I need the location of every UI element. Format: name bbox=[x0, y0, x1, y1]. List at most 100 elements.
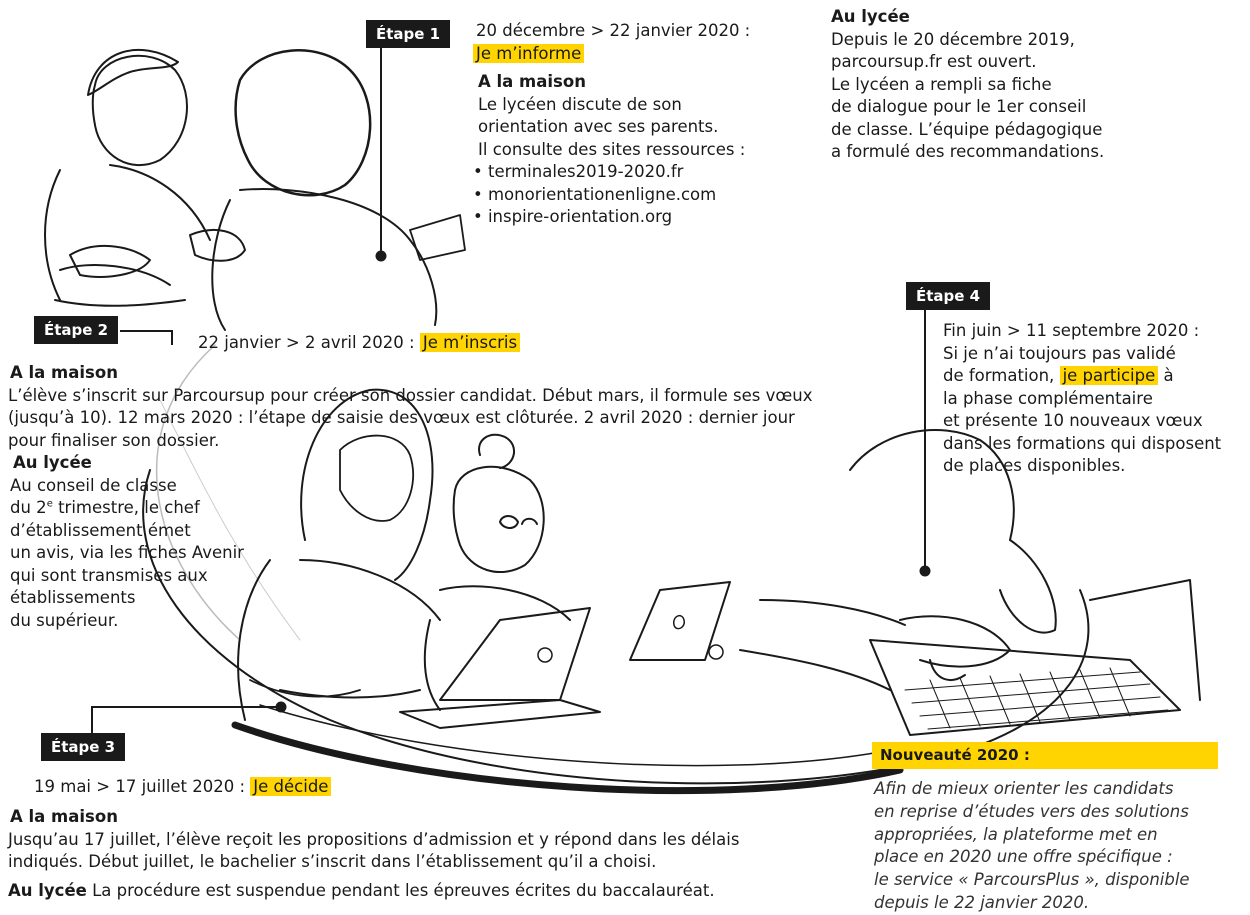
etape3-maison-title: A la maison bbox=[10, 807, 118, 826]
etape3-tag: Étape 3 bbox=[41, 733, 126, 761]
etape3-lycee-title: Au lycée bbox=[8, 880, 87, 900]
etape1-block: 20 décembre > 22 janvier 2020 : Je m’inf… bbox=[473, 20, 813, 229]
site-item: • terminales2019-2020.fr bbox=[473, 162, 684, 181]
etape4-line: dans les formations qui disposent bbox=[943, 433, 1222, 453]
person-back-hand bbox=[189, 229, 246, 262]
woman-hair bbox=[300, 388, 434, 581]
laptop-2 bbox=[629, 581, 731, 661]
etape3-maison-line: Jusqu’au 17 juillet, l’élève reçoit les … bbox=[8, 829, 740, 849]
etape4-line: la phase complémentaire bbox=[943, 388, 1153, 408]
etape2-lycee-line: établissements bbox=[10, 588, 136, 607]
hand-right bbox=[999, 539, 1057, 634]
site-item: • inspire-orientation.org bbox=[473, 207, 673, 226]
etape2-lycee-block: Au lycée Au conseil de classe du 2e trim… bbox=[10, 452, 280, 632]
nouveaute-line: Afin de mieux orienter les candidats bbox=[874, 779, 1174, 798]
etape2-date-line: 22 janvier > 2 avril 2020 : Je m’inscris bbox=[198, 332, 521, 355]
etape4-highlight: je participe bbox=[1059, 366, 1159, 385]
etape4-block: Fin juin > 11 septembre 2020 : Si je n’a… bbox=[943, 320, 1243, 478]
woman-arm bbox=[249, 679, 361, 698]
etape2-date: 22 janvier > 2 avril 2020 : bbox=[198, 333, 415, 352]
laptop-keyboard-frame bbox=[869, 639, 1181, 736]
etape2-lycee-line: Au conseil de classe bbox=[10, 475, 177, 495]
etape4-tag: Étape 4 bbox=[906, 282, 991, 310]
lycee-top-line: parcoursup.fr est ouvert. bbox=[831, 52, 1037, 71]
laptop-back bbox=[409, 214, 466, 261]
boy-hands bbox=[69, 244, 151, 278]
lycee-top-title: Au lycée bbox=[831, 7, 910, 26]
bun-woman-glasses bbox=[499, 515, 538, 529]
laptop-1 bbox=[439, 607, 591, 701]
etape2-lycee-line: un avis, via les fiches Avenir bbox=[10, 543, 244, 562]
etape2-highlight: Je m’inscris bbox=[419, 333, 521, 352]
etape3-date-line: 19 mai > 17 juillet 2020 : Je décide bbox=[34, 776, 332, 799]
etape2-tag: Étape 2 bbox=[34, 316, 119, 344]
boy-head bbox=[91, 54, 188, 166]
etape2-maison-line: L’élève s’inscrit sur Parcoursup pour cr… bbox=[8, 385, 813, 405]
lycee-top-line: de classe. L’équipe pédagogique bbox=[831, 119, 1103, 139]
bun-woman-head bbox=[452, 465, 545, 574]
nouveaute-line: place en 2020 une offre spécifique : bbox=[874, 847, 1173, 867]
lycee-top-block: Au lycée Depuis le 20 décembre 2019, par… bbox=[831, 6, 1161, 164]
etape2-lycee-line: du supérieur. bbox=[10, 610, 119, 630]
connector-dot bbox=[375, 250, 387, 262]
lycee-top-line: Le lycéen a rempli sa fiche bbox=[831, 74, 1052, 94]
bun-woman-bun bbox=[478, 433, 515, 469]
etape1-maison-title: A la maison bbox=[478, 72, 586, 91]
etape3-lycee-line: Au lycée La procédure est suspendue pend… bbox=[8, 880, 828, 903]
laptop-1-logo bbox=[537, 647, 553, 663]
etape2-maison-block: A la maison L’élève s’inscrit sur Parcou… bbox=[8, 362, 908, 452]
desk-edge bbox=[231, 721, 904, 795]
etape1-maison-line: Le lycéen discute de son bbox=[478, 94, 682, 114]
etape3-lycee-text: La procédure est suspendue pendant les é… bbox=[86, 880, 715, 900]
etape1-tag: Étape 1 bbox=[366, 20, 451, 48]
etape3-date: 19 mai > 17 juillet 2020 : bbox=[34, 777, 246, 796]
etape1-sites-list: • terminales2019-2020.fr • monorientatio… bbox=[473, 161, 813, 229]
arm-upper-right bbox=[849, 429, 1015, 541]
desk-outline bbox=[142, 469, 1090, 785]
laptop-2-logo bbox=[673, 614, 685, 630]
connector-etape3 bbox=[91, 706, 278, 733]
nouveaute-line: en reprise d’études vers des solutions bbox=[874, 801, 1189, 821]
connector-dot bbox=[919, 565, 931, 577]
laptop-1-base bbox=[399, 699, 601, 729]
etape2-lycee-line: du 2e trimestre, le chef bbox=[10, 498, 200, 517]
keyboard-grid bbox=[904, 667, 1169, 730]
etape4-line: Si je n’ai toujours pas validé bbox=[943, 343, 1176, 363]
etape3-maison-line: indiqués. Début juillet, le bachelier s’… bbox=[8, 852, 657, 871]
watch-icon bbox=[708, 644, 724, 660]
bun-woman-body bbox=[423, 585, 571, 711]
swoop-line bbox=[156, 344, 241, 641]
boy-hair bbox=[87, 48, 179, 96]
etape1-date: 20 décembre > 22 janvier 2020 : bbox=[476, 21, 751, 40]
connector-dot bbox=[275, 701, 287, 713]
person-back-head bbox=[234, 49, 372, 197]
arm-sleeve bbox=[739, 599, 906, 691]
swoop-line bbox=[159, 399, 301, 641]
nouveaute-line: depuis le 22 janvier 2020. bbox=[874, 892, 1090, 912]
etape2-lycee-title: Au lycée bbox=[13, 453, 92, 472]
etape2-lycee-line: d’établissement émet bbox=[10, 520, 191, 540]
lycee-top-line: Depuis le 20 décembre 2019, bbox=[831, 29, 1075, 49]
woman-body bbox=[237, 559, 441, 721]
etape4-line: de formation, je participe à bbox=[943, 366, 1174, 385]
hand-typing bbox=[899, 615, 1011, 681]
etape2-lycee-line: qui sont transmises aux bbox=[10, 565, 208, 585]
boy-body bbox=[44, 164, 211, 307]
lycee-top-line: a formulé des recommandations. bbox=[831, 142, 1105, 161]
woman-face bbox=[339, 434, 414, 522]
etape2-maison-line: (jusqu’à 10). 12 mars 2020 : l’étape de … bbox=[8, 408, 795, 427]
etape4-line: Fin juin > 11 septembre 2020 : bbox=[943, 321, 1200, 340]
laptop-screen-right bbox=[1089, 579, 1201, 701]
nouveaute-line: appropriées, la plateforme met en bbox=[874, 824, 1158, 844]
etape3-highlight: Je décide bbox=[250, 777, 332, 796]
connector-etape2 bbox=[120, 330, 173, 345]
person-back-shoulder bbox=[211, 188, 438, 331]
etape4-line: de places disponibles. bbox=[943, 456, 1126, 475]
nouveaute-title: Nouveauté 2020 : bbox=[872, 742, 1218, 769]
site-item: • monorientationenligne.com bbox=[473, 184, 717, 204]
etape3-maison-block: A la maison Jusqu’au 17 juillet, l’élève… bbox=[8, 806, 828, 902]
nouveaute-line: le service « ParcoursPlus », disponible bbox=[874, 870, 1190, 890]
etape1-highlight: Je m’informe bbox=[473, 43, 585, 63]
etape2-maison-title: A la maison bbox=[10, 363, 118, 382]
